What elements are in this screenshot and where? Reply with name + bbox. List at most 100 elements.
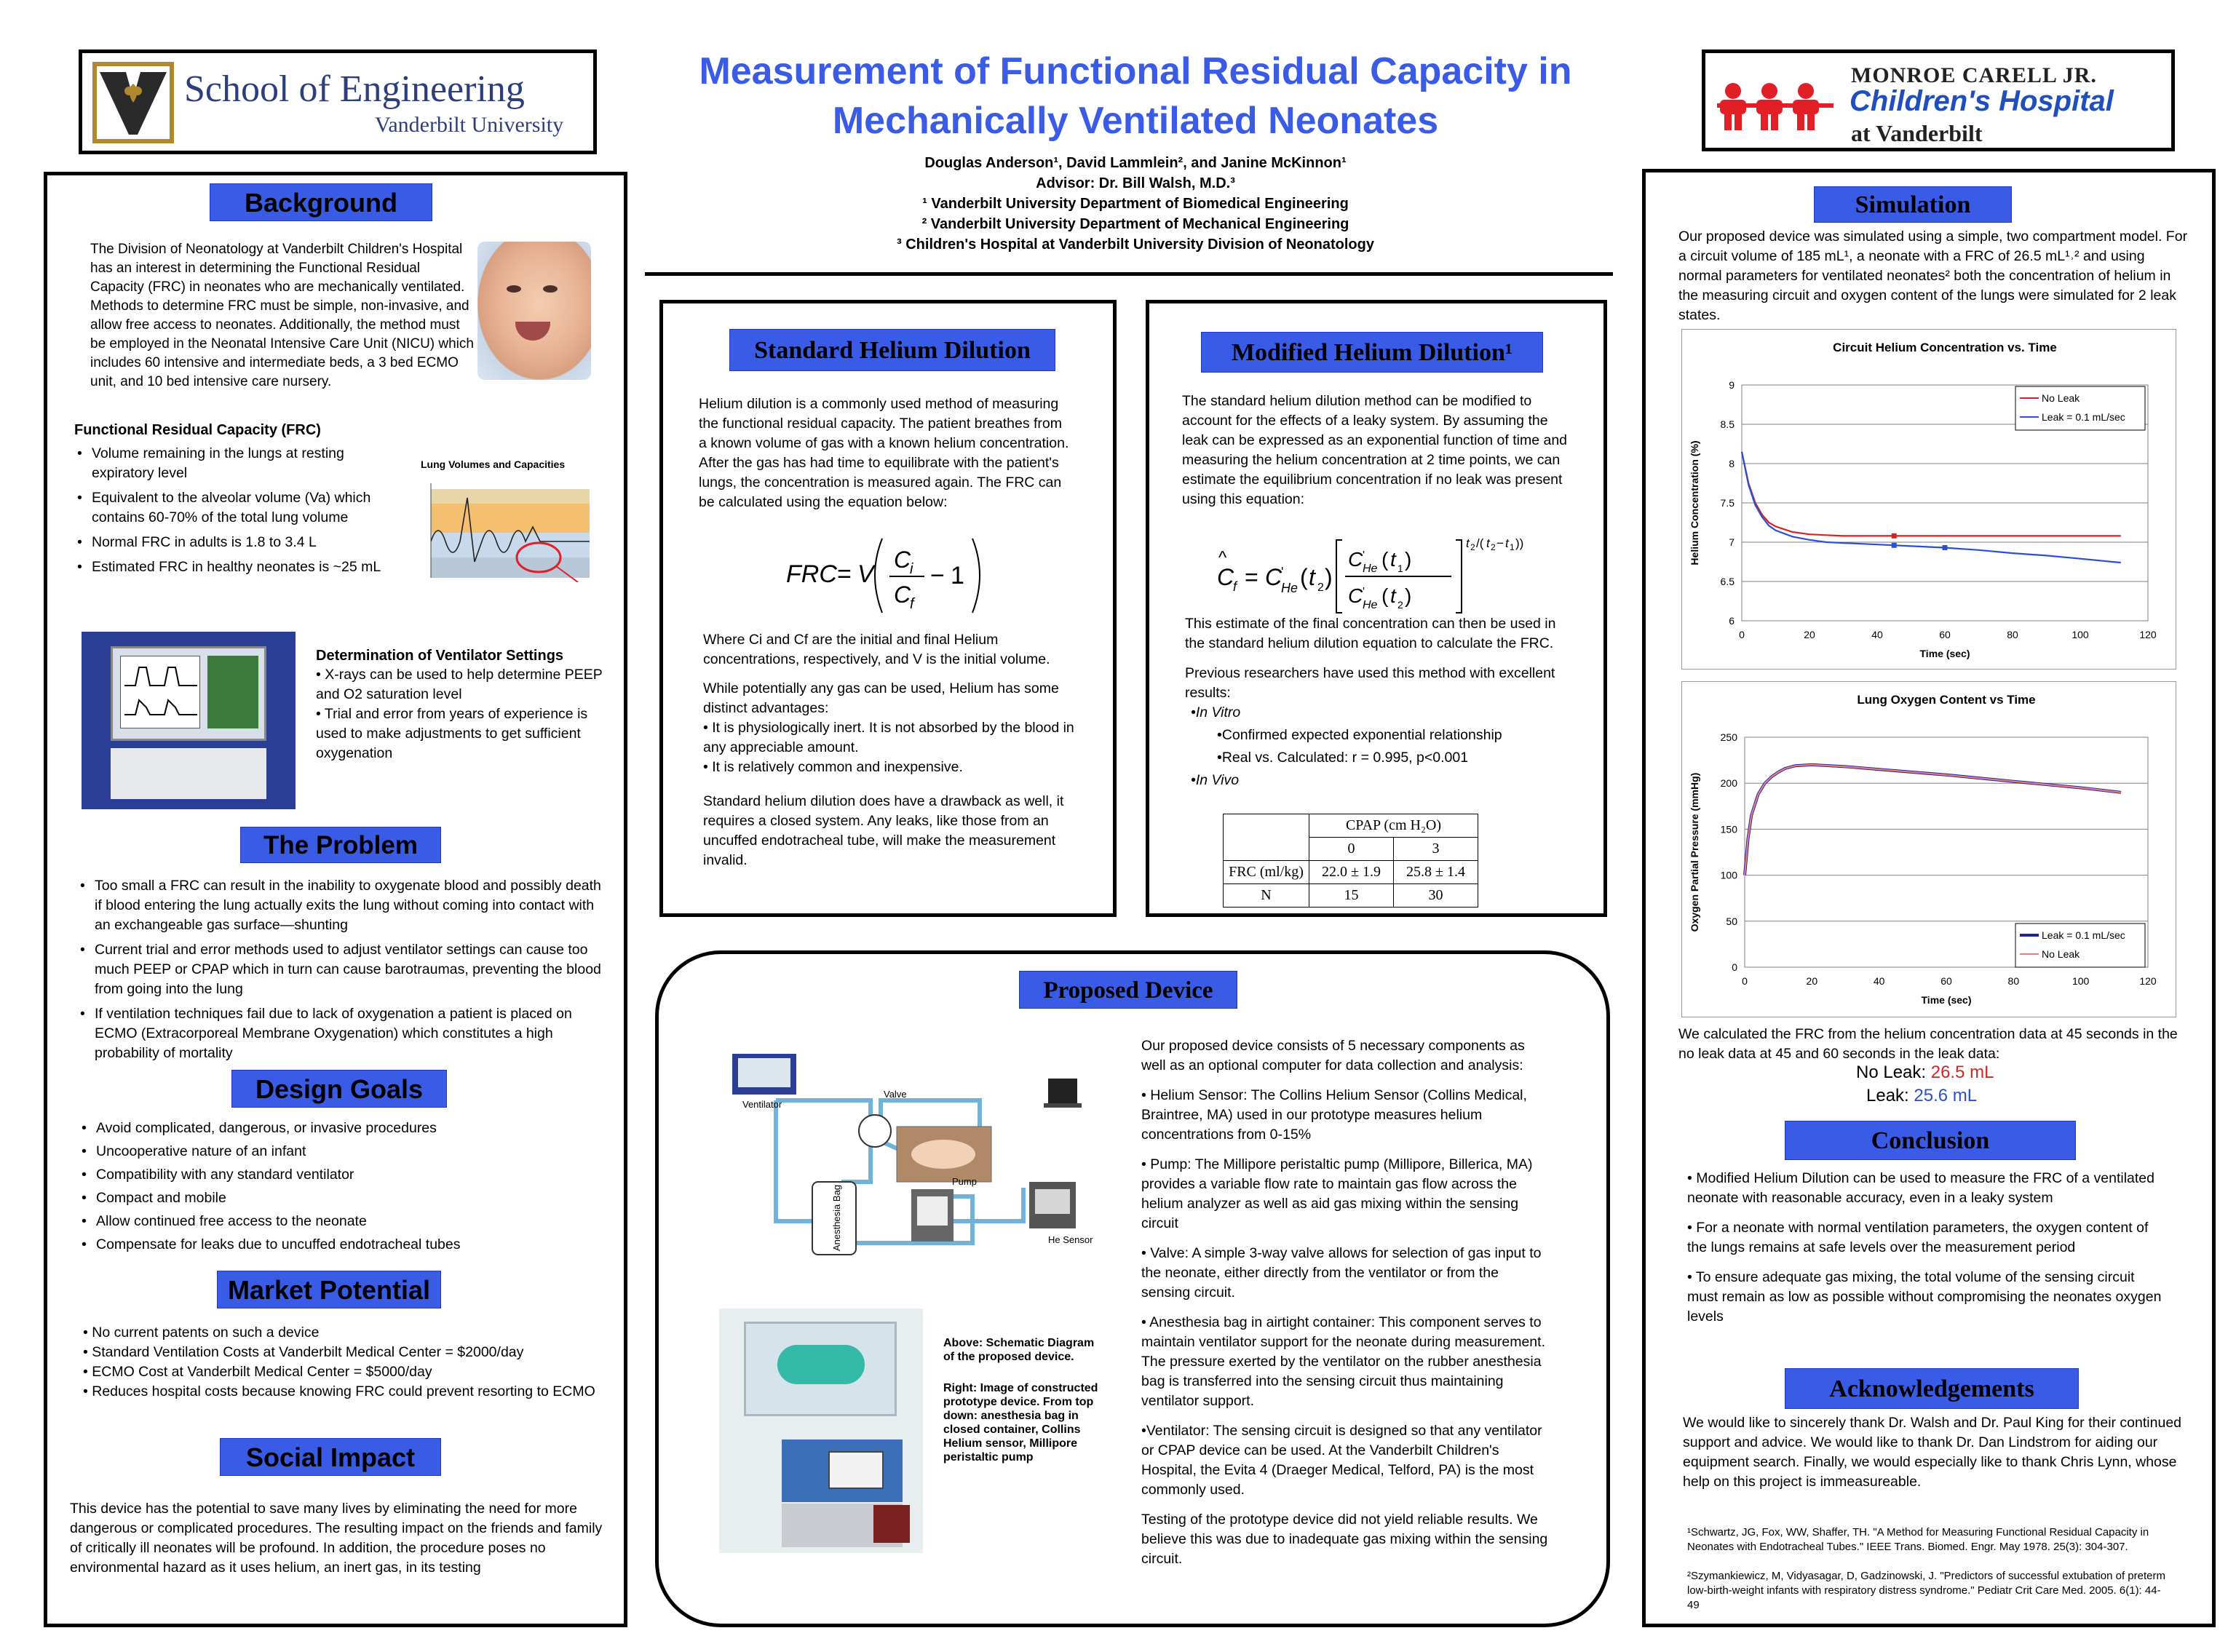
legend-label: Leak = 0.1 mL/sec	[2042, 929, 2125, 941]
svg-text:C: C	[1265, 564, 1282, 590]
simulation-result-text: We calculated the FRC from the helium co…	[1678, 1026, 2178, 1062]
x-tick-label: 80	[2008, 975, 2020, 987]
modified-helium-heading: Modified Helium Dilution¹	[1201, 332, 1543, 373]
y-tick-label: 50	[1726, 916, 1737, 927]
svg-text:f: f	[910, 596, 916, 612]
conclusion-heading: Conclusion	[1785, 1121, 2076, 1160]
x-tick-label: 100	[2072, 629, 2089, 640]
table-header: CPAP (cm H₂O)	[1309, 814, 1478, 838]
y-tick-label: 250	[1721, 731, 1738, 743]
list-item: • No current patents on such a device	[83, 1325, 320, 1341]
list-item: • To ensure adequate gas mixing, the tot…	[1687, 1269, 2162, 1325]
svg-text:C: C	[894, 581, 911, 608]
standard-helium-text: Helium dilution is a commonly used metho…	[699, 394, 1070, 522]
background-heading: Background	[210, 183, 432, 221]
x-tick-label: 20	[1807, 975, 1818, 987]
market-potential-heading: Market Potential	[217, 1271, 441, 1309]
svg-text:C: C	[1217, 564, 1234, 590]
paragraph: While potentially any gas can be used, H…	[703, 680, 1059, 716]
y-axis-label: Helium Concentration (%)	[1689, 440, 1700, 565]
y-tick-label: 9	[1729, 379, 1735, 391]
in-vivo-label: •In Vivo	[1191, 772, 1240, 788]
list-item: • It is physiologically inert. It is not…	[703, 720, 1074, 755]
schematic-label-bag: Anesthesia Bag	[831, 1184, 843, 1252]
list-item: Compatibility with any standard ventilat…	[77, 1164, 608, 1185]
svg-text:He: He	[1281, 581, 1298, 595]
paragraph: Standard helium dilution does have a dra…	[703, 793, 1064, 868]
x-tick-label: 60	[1939, 629, 1951, 640]
plot-area	[1741, 384, 2149, 622]
series-line-0	[1743, 763, 2122, 875]
svg-text:t: t	[1466, 536, 1470, 550]
list-item: • ECMO Cost at Vanderbilt Medical Center…	[83, 1364, 432, 1380]
vanderbilt-oak-logo-icon	[92, 62, 174, 143]
logo-university-name: Vanderbilt University	[375, 113, 564, 137]
x-tick-label: 100	[2072, 975, 2090, 987]
paragraph: Our proposed device consists of 5 necess…	[1141, 1038, 1525, 1073]
list-item: Current trial and error methods used to …	[76, 940, 607, 999]
frc-heading: Functional Residual Capacity (FRC)	[74, 422, 321, 438]
acknowledgements-text: We would like to sincerely thank Dr. Wal…	[1683, 1415, 2182, 1490]
modified-equation: C ^ f = C ' He ( t 2 ) C ' He ( t 1 ) C …	[1211, 531, 1531, 619]
advisor: Advisor: Dr. Bill Walsh, M.D.³	[1036, 175, 1235, 191]
series-line-1	[1740, 451, 2121, 564]
leak-label: Leak:	[1866, 1086, 1909, 1105]
svg-text:t: t	[1309, 564, 1316, 590]
y-tick-label: 6	[1729, 615, 1735, 627]
legend-label: No Leak	[2042, 392, 2080, 404]
x-axis-label: Time (sec)	[1922, 994, 1972, 1006]
design-goals-heading: Design Goals	[231, 1070, 447, 1108]
frc-equation: FRC = V C i C f − 1	[786, 531, 1004, 619]
list-item: Volume remaining in the lungs at resting…	[73, 444, 393, 483]
standard-helium-box	[659, 300, 1117, 917]
x-tick-label: 120	[2139, 629, 2157, 640]
svg-text:1: 1	[1398, 563, 1403, 574]
in-vitro-label: •In Vitro	[1191, 704, 1241, 720]
svg-text:=: =	[1245, 564, 1258, 590]
list-item: Normal FRC in adults is 1.8 to 3.4 L	[73, 533, 393, 552]
list-item: • Anesthesia bag in airtight container: …	[1141, 1314, 1545, 1409]
plot-area	[1744, 736, 2149, 968]
paragraph: This estimate of the final concentration…	[1185, 616, 1556, 651]
leak-result: Leak: 25.6 mL	[1866, 1086, 1977, 1106]
svg-text:t: t	[1486, 536, 1491, 550]
y-tick-label: 7	[1729, 536, 1735, 548]
prototype-photo	[719, 1309, 923, 1553]
list-item: • For a neonate with normal ventilation …	[1687, 1220, 2149, 1255]
schematic-caption: Above: Schematic Diagram of the proposed…	[943, 1337, 1095, 1363]
list-item: • Standard Ventilation Costs at Vanderbi…	[83, 1344, 524, 1360]
social-impact-text: This device has the potential to save ma…	[70, 1501, 603, 1576]
svg-text:−: −	[930, 562, 945, 589]
svg-text:C: C	[1348, 548, 1363, 571]
noleak-result: No Leak: 26.5 mL	[1856, 1063, 1994, 1083]
lung-volumes-graphic	[430, 483, 590, 582]
proposed-device-text: Our proposed device consists of 5 necess…	[1141, 1036, 1549, 1578]
svg-text:t: t	[1390, 584, 1397, 607]
data-point-marker	[1942, 545, 1948, 551]
list-item: •Confirmed expected exponential relation…	[1217, 727, 1502, 743]
list-item: Compensate for leaks due to uncuffed end…	[77, 1234, 608, 1255]
svg-text:FRC: FRC	[786, 560, 837, 588]
x-tick-label: 0	[1742, 975, 1748, 987]
list-item: • It is relatively common and inexpensiv…	[703, 759, 963, 775]
frc-list: Volume remaining in the lungs at resting…	[73, 444, 393, 582]
svg-text:2: 2	[1470, 542, 1475, 552]
y-tick-label: 8.5	[1721, 418, 1735, 430]
x-tick-label: 40	[1874, 975, 1885, 987]
standard-helium-heading: Standard Helium Dilution	[729, 329, 1055, 371]
svg-text:t: t	[1390, 548, 1397, 571]
list-item: • Pump: The Millipore peristaltic pump (…	[1141, 1156, 1533, 1231]
x-tick-label: 20	[1804, 629, 1815, 640]
svg-text:(: (	[1381, 584, 1389, 607]
svg-text:): )	[1405, 548, 1411, 571]
list-item: • Modified Helium Dilution can be used t…	[1687, 1170, 2154, 1206]
y-tick-label: 8	[1729, 458, 1735, 469]
logo-left-box: School of Engineering Vanderbilt Univers…	[79, 49, 597, 154]
paragraph: Testing of the prototype device did not …	[1141, 1512, 1548, 1567]
y-tick-label: 7.5	[1721, 497, 1735, 509]
standard-helium-text-2: Where Ci and Cf are the initial and fina…	[703, 630, 1074, 880]
table-col: 3	[1393, 837, 1478, 861]
logo-childrens-hospital: Children's Hospital	[1850, 85, 2114, 117]
list-item: Allow continued free access to the neona…	[77, 1211, 608, 1231]
author-names: Douglas Anderson¹, David Lammlein², and …	[924, 155, 1347, 171]
